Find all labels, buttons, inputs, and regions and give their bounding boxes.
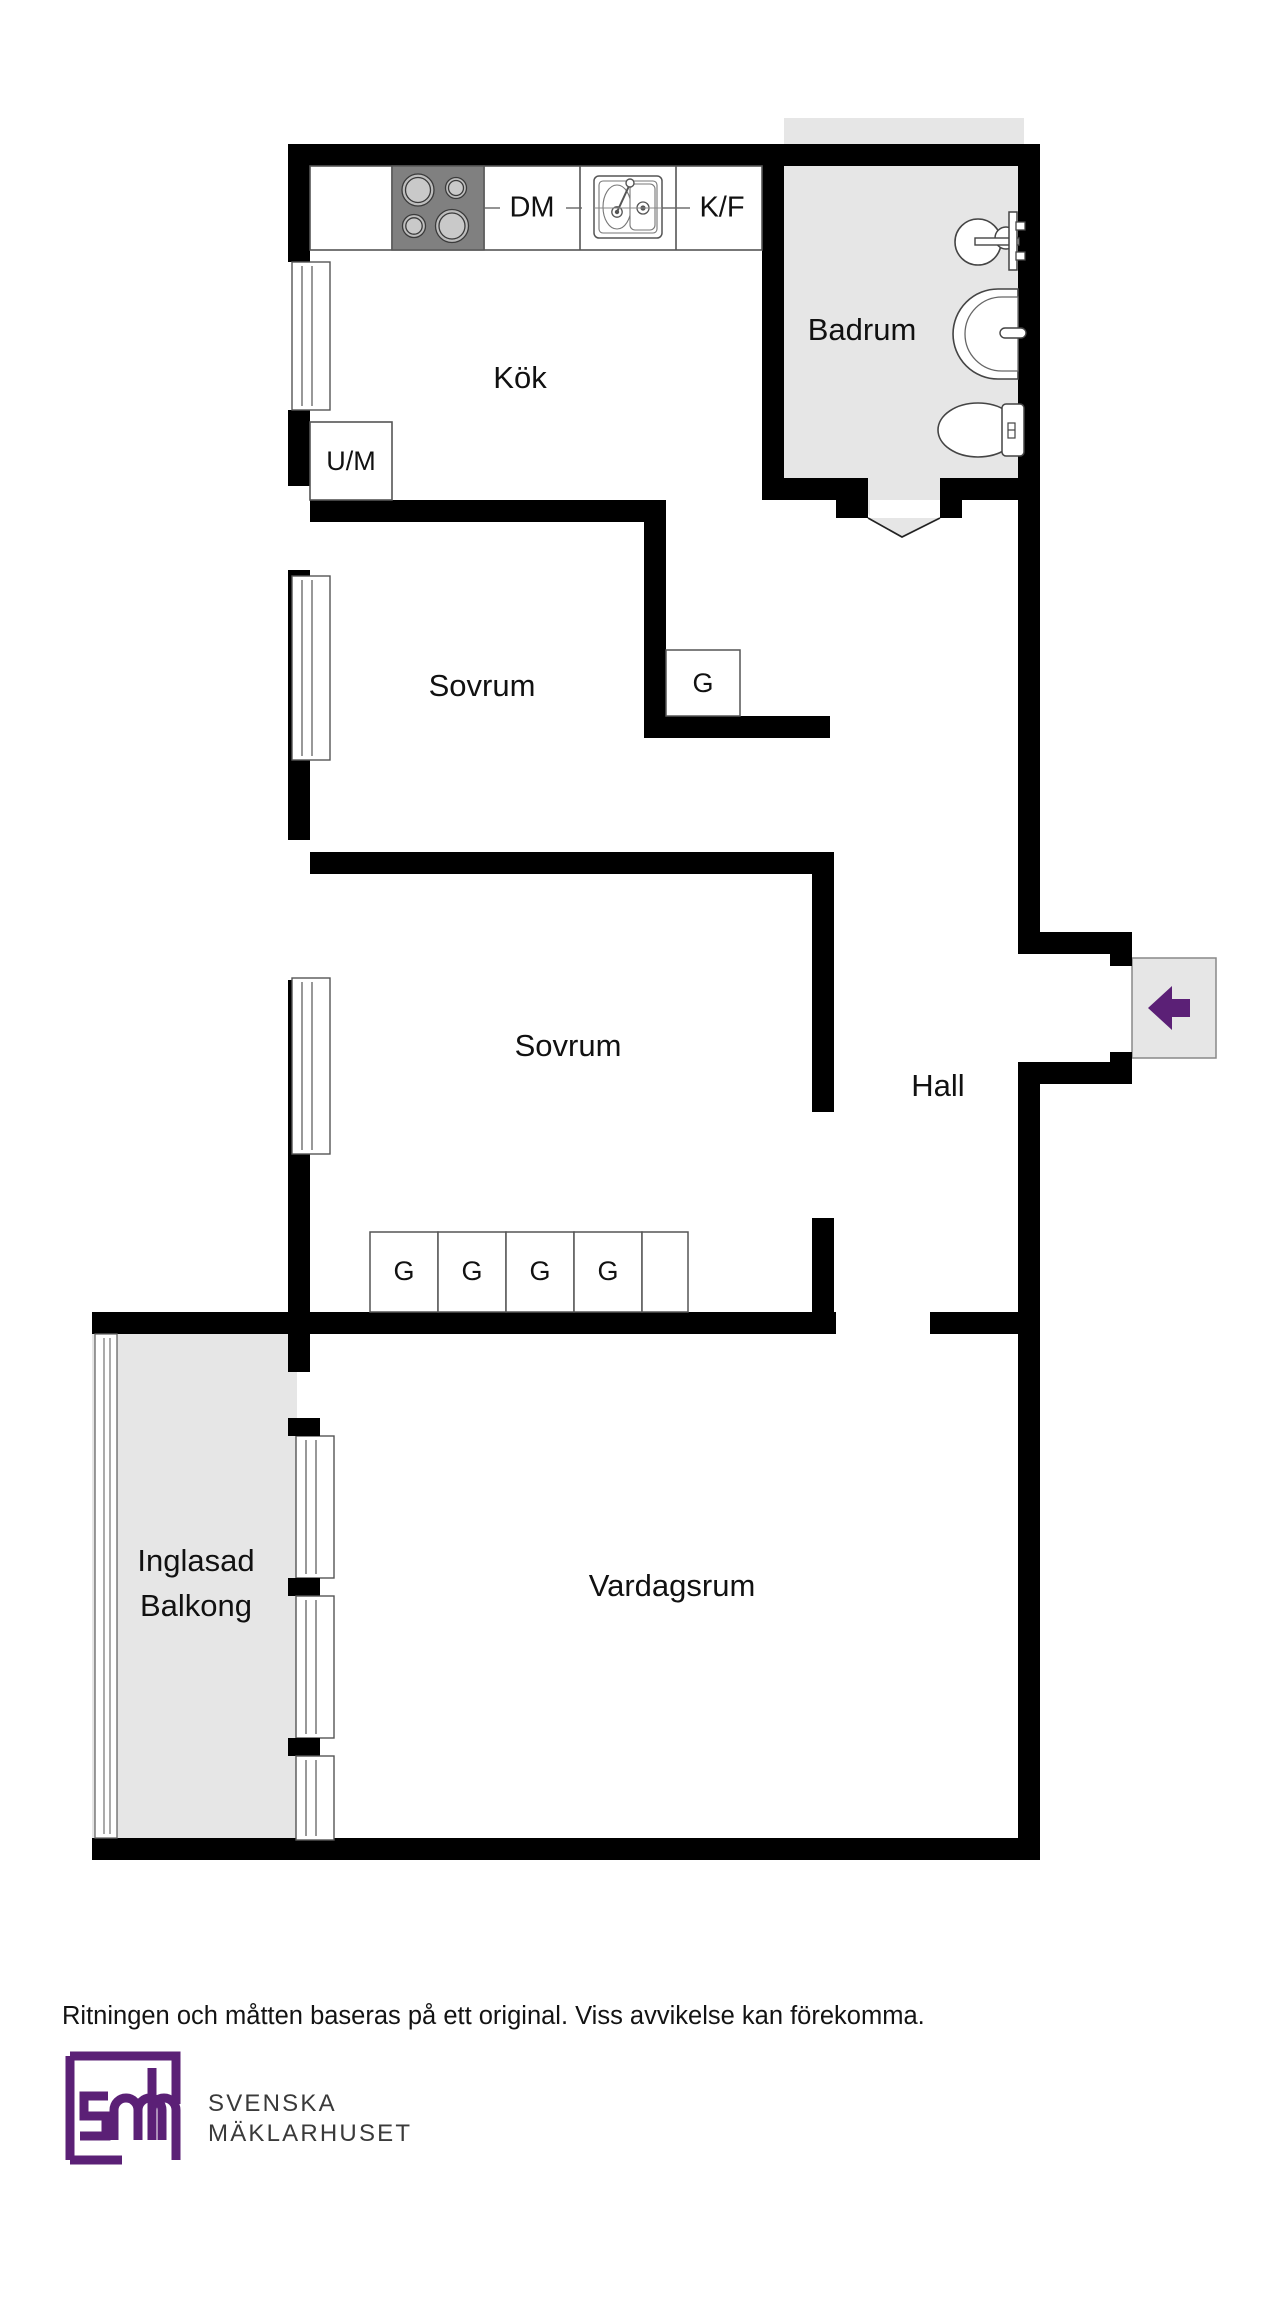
room-label-balkong-line1: Inglasad xyxy=(137,1543,254,1578)
room-label-balkong-line2: Balkong xyxy=(140,1588,252,1623)
wall-bottom xyxy=(288,1838,1040,1860)
closets: G G G G G xyxy=(369,649,741,1313)
wall-left-f xyxy=(288,1170,310,1312)
closet-box-1 xyxy=(369,1231,439,1313)
wall-left-a xyxy=(288,144,310,262)
brand-line-2: MÄKLARHUSET xyxy=(208,2119,413,2147)
kitchen-counter: DM K/F xyxy=(309,165,763,251)
appliance-label-kf: K/F xyxy=(699,192,744,224)
room-label-sovrum-2: Sovrum xyxy=(515,1028,622,1063)
wall-bath-bottom-step xyxy=(836,478,868,518)
room-label-sovrum-1: Sovrum xyxy=(429,668,536,703)
disclaimer-text: Ritningen och måtten baseras på ett orig… xyxy=(62,2002,925,2030)
wall-top xyxy=(288,144,1040,166)
room-label-hall: Hall xyxy=(911,1068,964,1103)
wall-bath-bottom-rstep xyxy=(940,478,962,518)
sink-icon xyxy=(593,175,663,239)
balcony-mullion-1 xyxy=(288,1578,320,1596)
wall-bedroom2-right-stub xyxy=(812,1218,834,1312)
window-kitchen xyxy=(291,261,331,411)
closet-label-4: G xyxy=(597,1256,618,1286)
closet-label-sovrum1: G xyxy=(692,668,713,698)
washbasin-icon xyxy=(952,288,1027,380)
wall-hall-jog-topcap xyxy=(1110,932,1132,966)
room-label-kok: Kök xyxy=(493,360,547,395)
window-bedroom-2 xyxy=(291,977,331,1155)
wall-balcony-top xyxy=(92,1312,310,1334)
brand-logo: SVENSKA MÄKLARHUSET xyxy=(62,2048,412,2166)
window-bedroom-1 xyxy=(291,575,331,761)
balcony-door-3 xyxy=(295,1755,335,1841)
wall-kitchen-bath xyxy=(762,144,784,500)
appliance-label-um: U/M xyxy=(326,446,376,476)
wall-right-b xyxy=(1018,1084,1040,1860)
wall-hall-jog-top xyxy=(1018,932,1132,954)
balcony-door-1 xyxy=(295,1435,335,1579)
windows-left xyxy=(291,261,331,1155)
closet-box-sovrum1 xyxy=(665,649,741,717)
utility-washer-box: U/M xyxy=(309,421,393,501)
wall-bedroom-divider xyxy=(310,852,834,874)
wall-left-d xyxy=(288,760,310,840)
balcony-floor xyxy=(92,1330,297,1860)
balcony-glazing xyxy=(94,1333,335,1841)
wall-hall-jog-bottom xyxy=(1018,1062,1132,1084)
closet-box-2 xyxy=(437,1231,507,1313)
wall-bedroom1-right xyxy=(644,500,666,738)
floor-plan-drawing: DM K/F U/M xyxy=(92,118,1217,1860)
entrance-arrow xyxy=(1148,986,1190,1030)
wall-left-b xyxy=(288,410,310,486)
room-labels: Kök Badrum Sovrum Sovrum Hall Vardagsrum… xyxy=(137,312,964,1623)
wall-bottom-left xyxy=(92,1838,310,1860)
wall-hall-bottom xyxy=(930,1312,1040,1334)
wall-right-a xyxy=(1018,144,1040,946)
stove-icon xyxy=(391,165,485,251)
room-label-badrum: Badrum xyxy=(808,312,917,347)
closet-label-1: G xyxy=(393,1256,414,1286)
room-label-vardagsrum: Vardagsrum xyxy=(589,1568,756,1603)
closet-box-end xyxy=(641,1231,689,1313)
wall-bedroom1-bottom xyxy=(644,716,830,738)
bathroom-fixtures xyxy=(867,211,1027,538)
walls xyxy=(92,144,1132,1860)
smh-logo-icon xyxy=(65,2051,181,2165)
brand-line-1: SVENSKA xyxy=(208,2090,337,2118)
closet-box-4 xyxy=(573,1231,643,1313)
balcony-door-2 xyxy=(295,1595,335,1739)
wall-living-top xyxy=(288,1312,836,1334)
appliance-label-dm: DM xyxy=(509,192,554,224)
closet-label-2: G xyxy=(461,1256,482,1286)
shower-icon xyxy=(954,211,1026,271)
bathroom-door-swing xyxy=(867,517,941,538)
wall-bedroom2-right xyxy=(812,852,834,1112)
closet-label-3: G xyxy=(529,1256,550,1286)
footer: Ritningen och måtten baseras på ett orig… xyxy=(0,1960,1280,2306)
balcony-mullion-0 xyxy=(288,1418,320,1436)
wall-kitchen-bedroom xyxy=(310,500,666,522)
closet-box-3 xyxy=(505,1231,575,1313)
toilet-icon xyxy=(937,402,1025,458)
balcony-mullion-2 xyxy=(288,1738,320,1756)
